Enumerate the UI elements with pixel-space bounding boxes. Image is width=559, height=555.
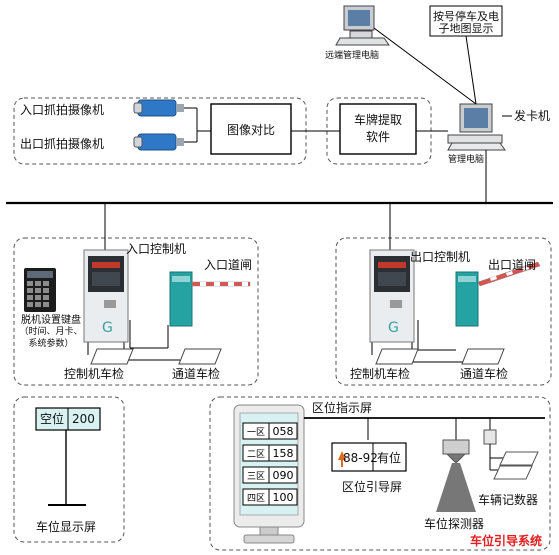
image-compare-label: 图像对比 xyxy=(226,123,275,137)
zone-value: 100 xyxy=(273,491,294,504)
guide-arrow-icon xyxy=(338,451,346,467)
exit-group-box xyxy=(335,237,552,386)
zone-name: 一区 xyxy=(247,427,265,438)
entry-controller-detector-icon xyxy=(90,348,134,365)
guide-screen-caption: 区位引导屏 xyxy=(342,480,403,494)
entry-gate-label: 入口道闸 xyxy=(204,258,253,272)
space-detector-icon xyxy=(436,439,476,512)
exit-controller-detector-label: 控制机车检 xyxy=(350,367,411,381)
zone-name: 二区 xyxy=(247,449,265,460)
keypad-label-1: 脱机设置键盘 xyxy=(21,315,81,326)
guidance-group-box xyxy=(209,396,551,551)
entry-controller-detector-label: 控制机车检 xyxy=(64,367,125,381)
zone-value: 090 xyxy=(273,469,294,482)
zone-rows: 一区 058 二区 158 三区 090 四区 100 xyxy=(242,422,298,506)
plate-software-line1: 车牌提取 xyxy=(353,113,402,127)
plate-software-line2: 软件 xyxy=(365,130,390,144)
remote-pc-label: 远端管理电脑 xyxy=(325,51,380,61)
exit-channel-detector-label: 通道车检 xyxy=(460,367,509,381)
remote-pc-icon xyxy=(335,5,390,46)
entry-gate-icon xyxy=(169,271,251,327)
entry-channel-detector-label: 通道车检 xyxy=(172,367,221,381)
guide-range-text: 88-92 xyxy=(343,451,378,465)
management-pc-label: 管理电脑 xyxy=(448,155,485,165)
management-pc-icon xyxy=(447,103,506,151)
space-display-group-box xyxy=(13,396,125,543)
zone-value: 058 xyxy=(273,425,294,438)
zone-value-cell xyxy=(268,466,298,484)
entry-group-box xyxy=(13,237,259,386)
entry-channel-detector-icon xyxy=(178,348,222,365)
entry-camera-label: 入口抓拍摄像机 xyxy=(20,103,105,117)
entry-camera-icon xyxy=(133,99,184,117)
space-display-caption: 车位显示屏 xyxy=(36,520,97,534)
zone-name: 三区 xyxy=(247,471,265,482)
space-sign-label: 空位 xyxy=(40,412,65,426)
map-display-line1: 按号停车及电 xyxy=(433,10,499,23)
map-display-box xyxy=(429,5,503,37)
zone-screen-title: 区位指示屏 xyxy=(312,401,373,415)
vehicle-counter-icon xyxy=(483,429,539,480)
space-detector-label: 车位探测器 xyxy=(424,517,485,531)
svg-text:G: G xyxy=(102,320,113,336)
exit-gate-label: 出口道闸 xyxy=(488,258,537,272)
space-sign-value: 200 xyxy=(72,412,95,426)
keypad-icon xyxy=(24,268,56,312)
plate-software-box xyxy=(339,103,417,155)
zone-value-cell xyxy=(268,444,298,462)
zone-value-cell xyxy=(268,488,298,506)
system-title: 车位引导系统 xyxy=(470,534,543,548)
svg-text:G: G xyxy=(388,320,399,336)
exit-camera-label: 出口抓拍摄像机 xyxy=(20,137,105,151)
exit-controller-detector-icon xyxy=(375,348,419,365)
exit-gate-icon xyxy=(455,261,541,327)
exit-controller-icon: G xyxy=(369,249,415,343)
exit-channel-detector-icon xyxy=(461,348,505,365)
vehicle-counter-label: 车辆记数器 xyxy=(478,493,539,507)
guide-status-text: 有位 xyxy=(377,451,402,465)
keypad-label-2: （时间、月卡、 xyxy=(19,327,83,337)
card-issuer-label: 发卡机 xyxy=(514,109,551,123)
zone-value-cell xyxy=(268,422,298,440)
exit-camera-icon xyxy=(133,133,184,151)
map-display-line2: 子地图显示 xyxy=(438,22,494,35)
zone-value: 158 xyxy=(273,447,294,460)
zone-name: 四区 xyxy=(247,493,265,504)
entry-controller-icon: G xyxy=(83,249,129,343)
entry-controller-label: 入口控制机 xyxy=(126,242,187,256)
exit-controller-label: 出口控制机 xyxy=(410,250,471,264)
keypad-label-3: 系统参数） xyxy=(28,339,74,349)
image-compare-box xyxy=(210,103,292,155)
